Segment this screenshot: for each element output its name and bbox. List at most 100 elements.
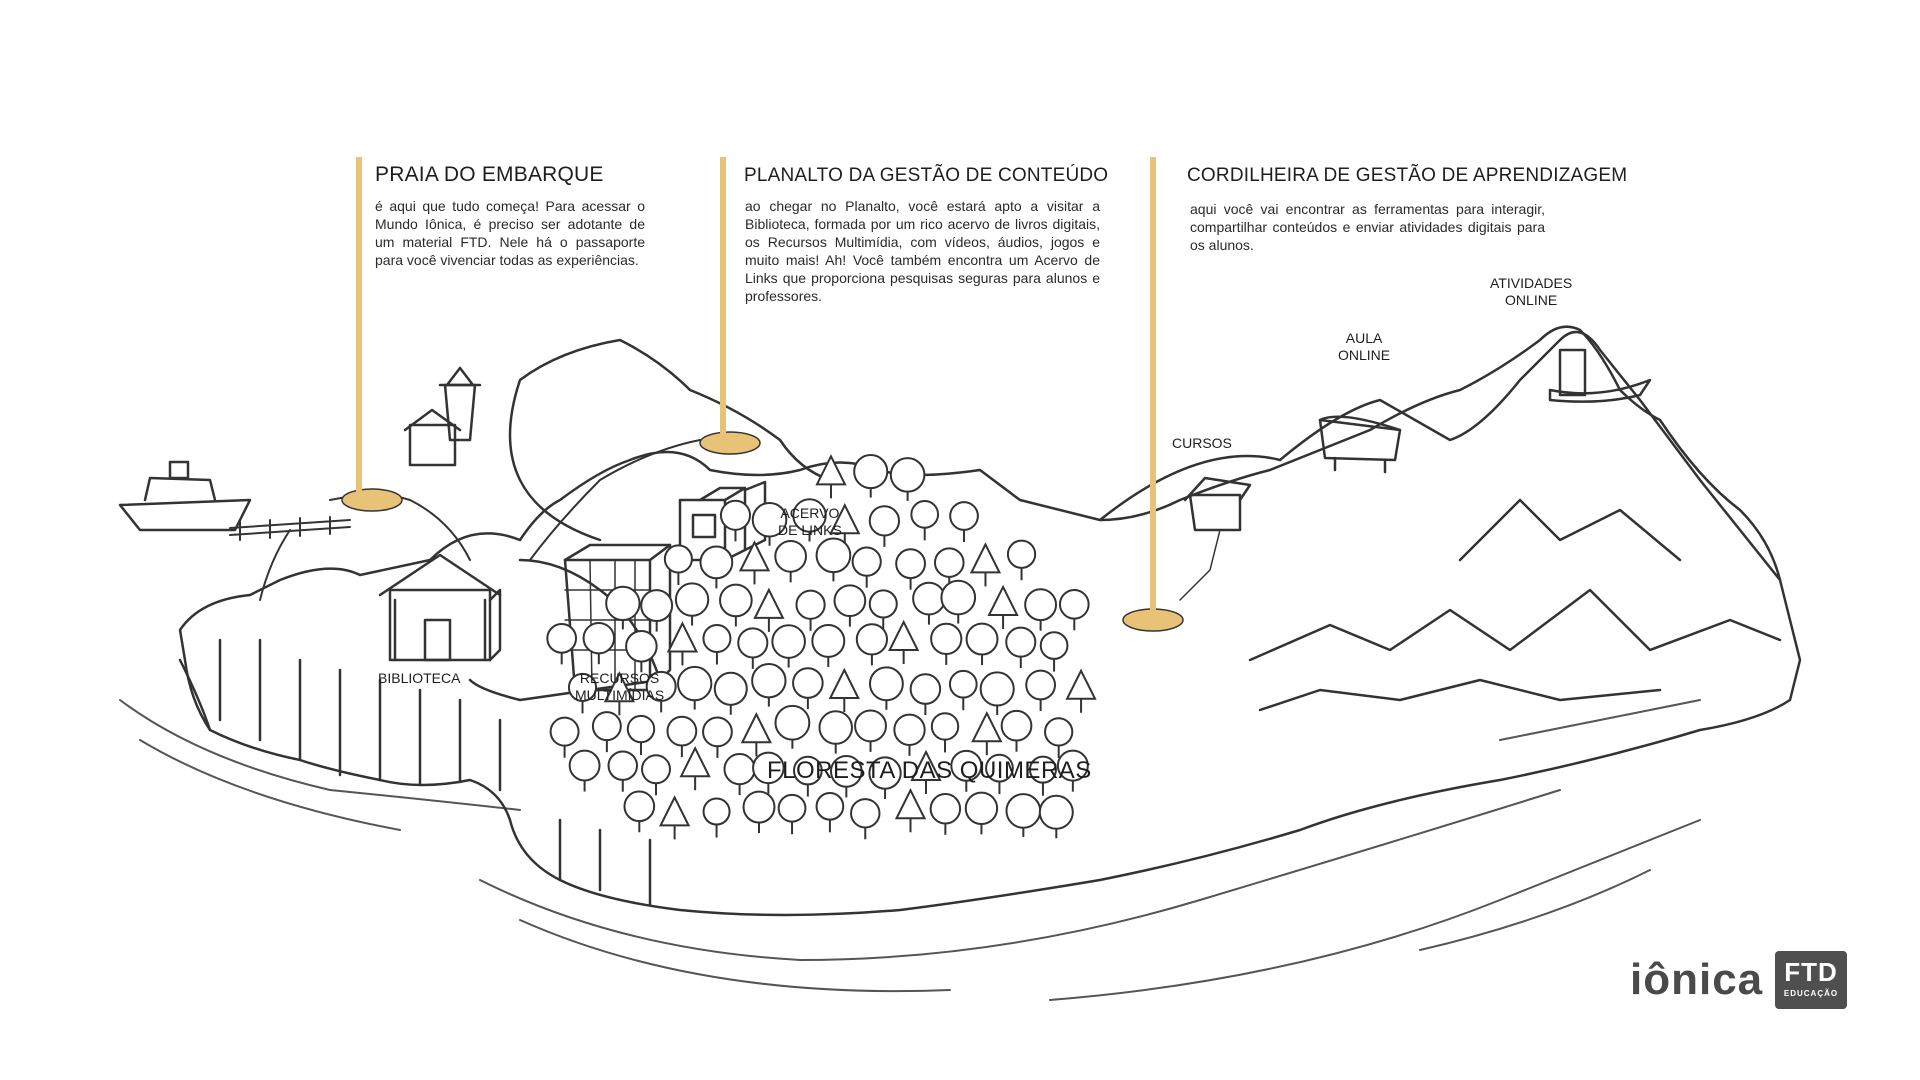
label-atividades-line1: ATIVIDADES xyxy=(1490,275,1573,291)
forest-tree xyxy=(792,667,824,710)
forest-trees xyxy=(546,454,1097,840)
label-cursos[interactable]: CURSOS xyxy=(1172,435,1232,451)
ftd-logo-subtext: EDUCAÇÃO xyxy=(1783,989,1839,998)
forest-tree xyxy=(702,716,733,758)
lighthouse-drawing xyxy=(403,366,482,467)
forest-tree xyxy=(815,454,847,499)
library-drawing xyxy=(378,553,502,662)
forest-tree xyxy=(752,751,785,794)
forest-tree xyxy=(811,623,846,667)
forest-tree xyxy=(1056,749,1089,792)
forest-tree xyxy=(1065,668,1097,713)
forest-tree xyxy=(568,749,601,792)
marker-planalto[interactable] xyxy=(699,431,761,455)
forest-tree xyxy=(738,540,771,585)
forest-tree xyxy=(679,745,711,791)
forest-tree xyxy=(894,788,927,833)
forest-tree xyxy=(641,754,671,796)
label-aula-line1: AULA xyxy=(1345,330,1383,346)
mountains-drawing xyxy=(1098,330,1782,712)
island-outline xyxy=(178,325,1802,917)
forest-tree xyxy=(854,709,887,752)
forest-tree xyxy=(645,670,677,713)
forest-tree xyxy=(751,662,787,707)
forest-tree xyxy=(868,756,902,800)
online-class-building-drawing xyxy=(1318,415,1402,474)
forest-tree xyxy=(829,755,863,798)
forest-tree xyxy=(815,791,845,833)
label-acervo-line1: ACERVO xyxy=(780,505,840,521)
label-recursos-line2: MULTIMÍDIAS xyxy=(575,687,665,703)
forest-tree xyxy=(663,544,693,585)
forest-tree xyxy=(1025,669,1056,711)
forest-tree xyxy=(833,584,867,627)
forest-tree xyxy=(658,795,691,840)
forest-tree xyxy=(607,750,639,792)
forest-tree xyxy=(940,579,977,624)
section-title-praia: PRAIA DO EMBARQUE xyxy=(375,163,604,186)
forest-tree xyxy=(702,624,732,665)
forest-tree xyxy=(828,667,860,713)
forest-tree xyxy=(792,755,823,797)
forest-tree xyxy=(699,545,734,589)
forest-tree xyxy=(674,582,710,626)
boat-drawing xyxy=(118,460,252,532)
forest-tree xyxy=(567,672,598,714)
marker-praia[interactable] xyxy=(341,488,403,512)
label-acervo-de-links[interactable]: ACERVO DE LINKS xyxy=(778,505,842,539)
activities-tower-drawing xyxy=(1548,348,1652,403)
forest-tree xyxy=(965,622,999,666)
forest-tree xyxy=(723,753,756,796)
forest-tree xyxy=(591,711,622,753)
section-text-cordilheira: aqui você vai encontrar as ferramentas p… xyxy=(1190,201,1545,253)
forest-tree xyxy=(929,793,962,835)
forest-tree xyxy=(979,671,1015,715)
forest-tree xyxy=(888,619,920,665)
forest-tree xyxy=(933,547,965,589)
forest-tree xyxy=(1028,755,1057,796)
forest-tree xyxy=(1038,794,1074,839)
forest-tree xyxy=(740,712,772,757)
label-atividades-online[interactable]: ATIVIDADES ONLINE xyxy=(1490,275,1572,309)
forest-tree xyxy=(815,537,852,582)
forest-tree xyxy=(625,630,658,673)
forest-tree xyxy=(774,540,807,583)
label-floresta-das-quimeras[interactable]: FLORESTA DAS QUIMERAS xyxy=(767,757,1092,784)
forest-tree xyxy=(626,714,656,756)
forest-tree xyxy=(666,715,698,758)
label-biblioteca[interactable]: BIBLIOTECA xyxy=(378,670,461,686)
forest-tree xyxy=(950,749,983,792)
forest-tree xyxy=(751,501,788,546)
section-title-planalto: PLANALTO DA GESTÃO DE CONTEÚDO xyxy=(744,165,1109,186)
forest-tree xyxy=(930,712,960,753)
forest-tree xyxy=(753,587,785,632)
forest-tree xyxy=(987,584,1019,629)
forest-tree xyxy=(1024,588,1058,631)
label-aula-online[interactable]: AULA ONLINE xyxy=(1338,330,1390,364)
forest-tree xyxy=(771,624,806,668)
forest-tree xyxy=(855,623,889,666)
forest-tree xyxy=(868,666,904,710)
forest-tree xyxy=(737,627,769,669)
forest-tree xyxy=(582,621,616,665)
forest-tree xyxy=(1006,539,1037,581)
courses-cabin-drawing xyxy=(1179,476,1252,601)
forest-tree xyxy=(910,749,942,794)
forest-tree xyxy=(1000,709,1033,752)
ionica-logo: iônica xyxy=(1630,955,1764,1004)
forest-tree xyxy=(603,671,635,716)
water-ripples xyxy=(119,699,1701,1001)
forest-tree xyxy=(1058,588,1090,631)
forest-tree xyxy=(985,753,1014,795)
forest-tree xyxy=(1039,631,1069,672)
label-recursos-multimidias[interactable]: RECURSOS MULTIMÍDIAS xyxy=(575,670,664,704)
forest-tree xyxy=(719,499,751,542)
forest-tree xyxy=(889,457,926,501)
forest-tree xyxy=(795,589,826,631)
forest-tree xyxy=(964,791,999,835)
forest-tree xyxy=(971,710,1003,756)
forest-tree xyxy=(910,500,940,541)
forest-tree xyxy=(546,623,578,665)
praia-accent-bar xyxy=(356,157,362,494)
